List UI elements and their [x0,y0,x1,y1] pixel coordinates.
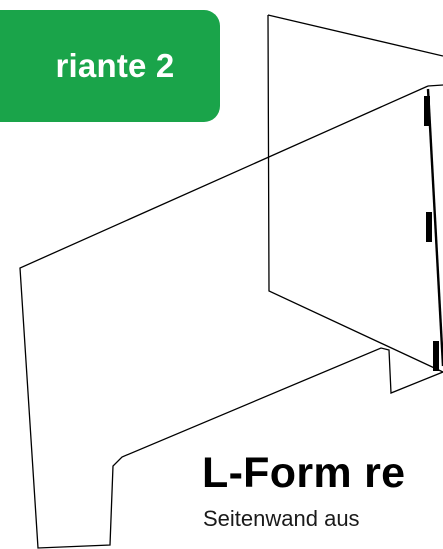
front-panel-outline [19,84,443,549]
side-panel-edge [426,88,443,367]
product-heading: L-Form re [202,449,406,497]
side-panel-outline [267,14,443,373]
clip-mark-middle [426,212,432,242]
clip-mark-top [424,96,430,126]
variant-badge-label: riante 2 [55,47,175,84]
clip-mark-bottom [433,341,439,371]
product-subtitle: Seitenwand aus [203,506,360,531]
variant-badge: riante 2 [0,10,220,122]
